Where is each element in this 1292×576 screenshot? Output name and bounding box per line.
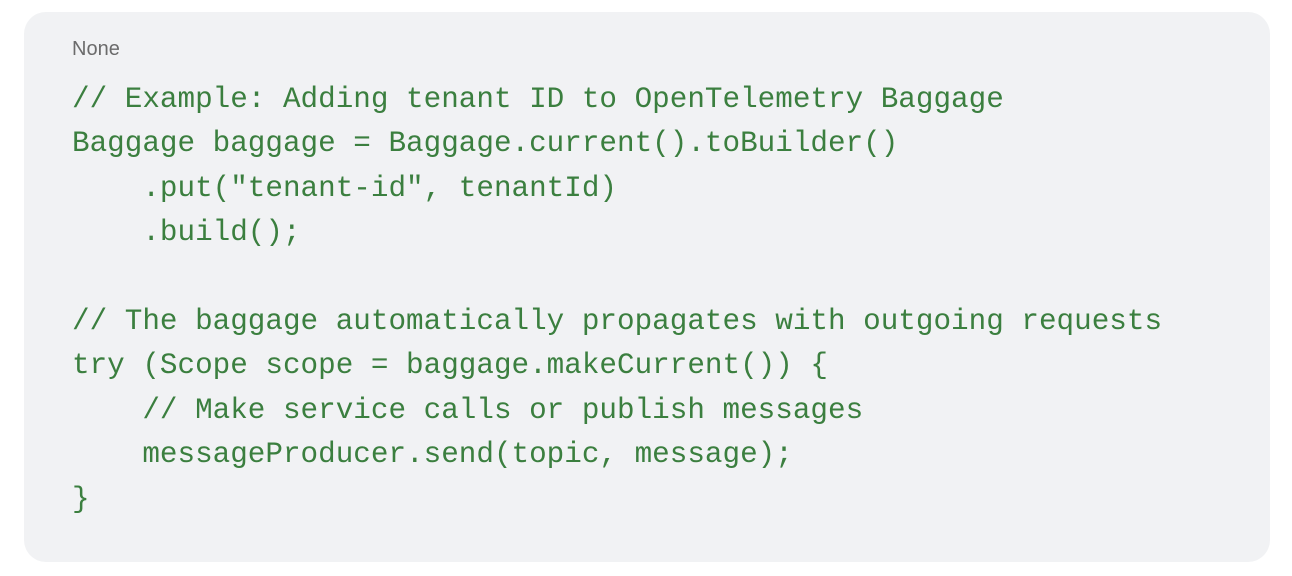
code-line: .build(); <box>72 216 301 250</box>
code-line: // Example: Adding tenant ID to OpenTele… <box>72 83 1004 116</box>
code-block: None // Example: Adding tenant ID to Ope… <box>24 12 1270 562</box>
code-line: // Make service calls or publish message… <box>72 393 864 427</box>
code-content[interactable]: // Example: Adding tenant ID to OpenTele… <box>72 78 1162 522</box>
code-line <box>72 256 1162 300</box>
code-line: messageProducer.send(topic, message); <box>72 438 793 472</box>
code-line: } <box>72 482 90 516</box>
code-language-label: None <box>72 38 120 60</box>
code-line: try (Scope scope = baggage.makeCurrent()… <box>72 349 828 383</box>
code-line: .put("tenant-id", tenantId) <box>72 171 618 205</box>
code-line: // The baggage automatically propagates … <box>72 304 1163 338</box>
code-line: Baggage baggage = Baggage.current().toBu… <box>72 127 899 161</box>
